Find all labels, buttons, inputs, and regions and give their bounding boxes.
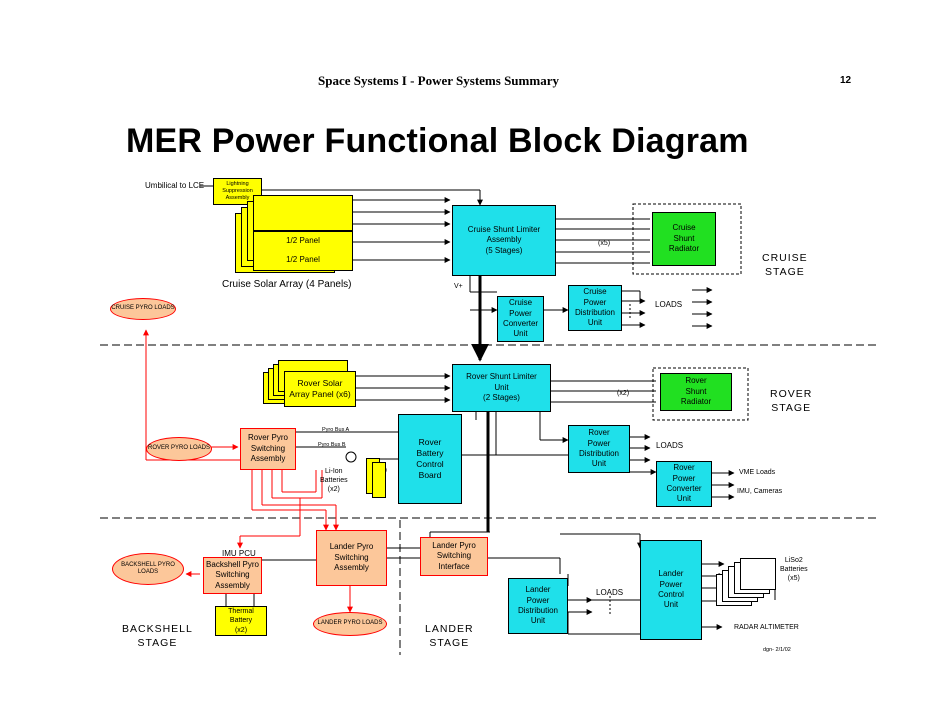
li-ion-battery-cell-2	[372, 462, 386, 498]
umbilical-label: Umbilical to LCE	[145, 181, 205, 190]
lander-power-control-box: Lander Power Control Unit	[640, 540, 702, 640]
solar-panel-front-top	[253, 195, 353, 231]
cruise-pdu-box: Cruise Power Distribution Unit	[568, 285, 622, 331]
cruise-shunt-radiator-box: Cruise Shunt Radiator	[652, 212, 716, 266]
rover-pyro-loads: ROVER PYRO LOADS	[146, 437, 212, 461]
backshell-stage-label: BACKSHELL STAGE	[122, 623, 193, 650]
solar-panel-front: 1/2 Panel 1/2 Panel	[253, 231, 353, 271]
rover-pdu-box: Rover Power Distribution Unit	[568, 425, 630, 473]
lander-stage-label: LANDER STAGE	[425, 623, 474, 650]
lander-loads-label: LOADS	[596, 588, 624, 597]
vme-loads-label: VME Loads	[739, 469, 776, 476]
imu-pcu-label: IMU PCU	[222, 549, 256, 558]
lander-pyro-loads: LANDER PYRO LOADS	[313, 612, 387, 636]
vplus-label: V+	[454, 283, 463, 290]
rover-power-converter-box: Rover Power Converter Unit	[656, 461, 712, 507]
rover-shunt-multiplier: (x2)	[617, 390, 630, 397]
rover-solar-panel-box: Rover Solar Array Panel (x6)	[284, 371, 356, 407]
rover-battery-control-box: Rover Battery Control Board	[398, 414, 462, 504]
cruise-power-converter-box: Cruise Power Converter Unit	[497, 296, 544, 342]
li-ion-batteries-label: Li-Ion Batteries (x2)	[320, 468, 348, 494]
page-number: 12	[840, 75, 852, 86]
rover-loads-label: LOADS	[656, 441, 684, 450]
backshell-pyro-switching-box: Backshell Pyro Switching Assembly	[203, 557, 262, 594]
cruise-solar-array-label: Cruise Solar Array (4 Panels)	[222, 279, 352, 290]
cruise-shunt-multiplier: (x5)	[598, 240, 611, 247]
half-panel-label-1: 1/2 Panel	[286, 236, 320, 246]
page-title: MER Power Functional Block Diagram	[126, 122, 749, 160]
rover-stage-label: ROVER STAGE	[770, 388, 813, 415]
cruise-stage-label: CRUISE STAGE	[762, 252, 808, 279]
cruise-loads-label: LOADS	[655, 300, 683, 309]
cruise-shunt-limiter-box: Cruise Shunt Limiter Assembly (5 Stages)	[452, 205, 556, 276]
footer-initials: dgn- 2/1/02	[763, 647, 791, 653]
half-panel-label-2: 1/2 Panel	[286, 255, 320, 265]
lander-pyro-switching-box: Lander Pyro Switching Assembly	[316, 530, 387, 586]
pyro-bus-a-label: Pyro Bus A	[322, 427, 350, 433]
rover-shunt-limiter-box: Rover Shunt Limiter Unit (2 Stages)	[452, 364, 551, 412]
cruise-pyro-loads: CRUISE PYRO LOADS	[110, 298, 176, 320]
imu-cameras-label: IMU, Cameras	[737, 488, 783, 495]
thermal-battery-box: Thermal Battery (x2)	[215, 606, 267, 636]
liso2-batteries-label: LiSo2 Batteries (x5)	[780, 557, 808, 583]
rover-pyro-switching-box: Rover Pyro Switching Assembly	[240, 428, 296, 470]
lander-battery-cell-1	[740, 558, 776, 590]
lander-pyro-interface-box: Lander Pyro Switching Interface	[420, 537, 488, 576]
lander-pdu-box: Lander Power Distribution Unit	[508, 578, 568, 634]
radar-altimeter-label: RADAR ALTIMETER	[734, 624, 799, 631]
course-title: Space Systems I - Power Systems Summary	[318, 73, 559, 88]
pyro-bus-b-label: Pyro Bus B	[318, 442, 346, 448]
rover-shunt-radiator-box: Rover Shunt Radiator	[660, 373, 732, 411]
backshell-pyro-loads: BACKSHELL PYRO LOADS	[112, 553, 184, 585]
